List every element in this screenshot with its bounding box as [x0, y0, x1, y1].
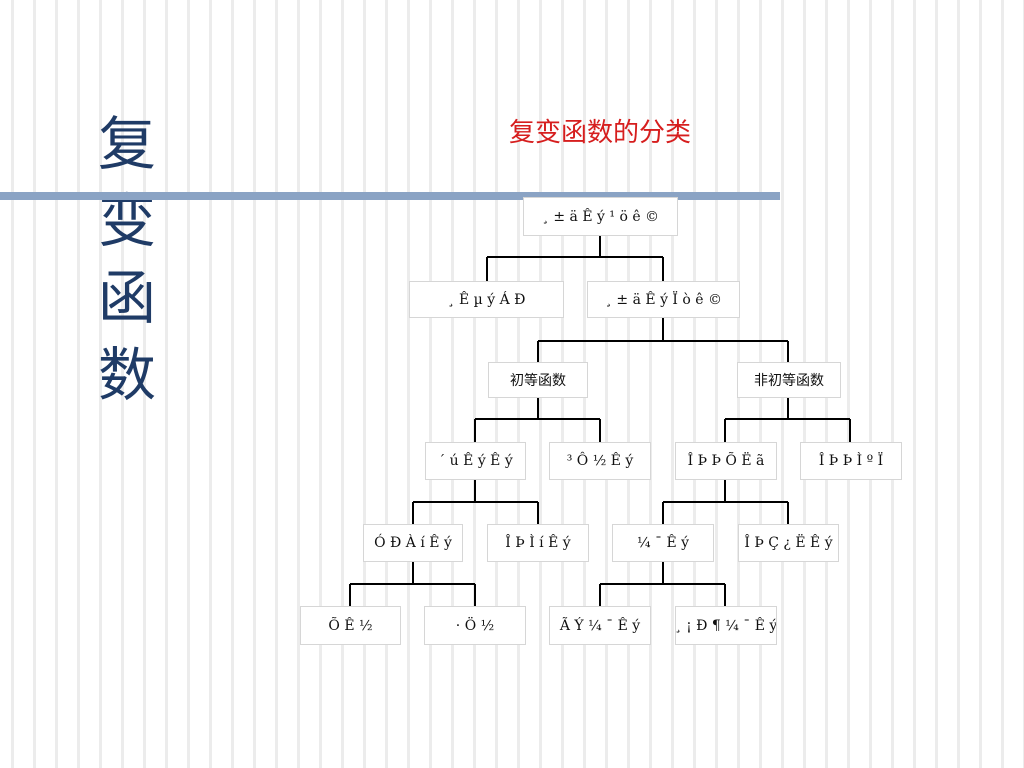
connector-level1: [537, 318, 789, 362]
connector-level4-right: [599, 562, 726, 606]
title-divider: [0, 192, 780, 200]
tree-node: Ó Ð À í Ê ý: [363, 524, 463, 562]
tree-node: ´ ú Ê ý Ê ý: [425, 442, 526, 480]
side-title-char: 数: [97, 341, 156, 409]
tree-node: ³ Ô ½ Ê ý: [549, 442, 651, 480]
tree-node: ¸ Ê µ ý Á Ð: [409, 281, 564, 318]
connector-level2-left: [474, 398, 601, 442]
tree-node: Î Þ Þ Õ Ë ã: [675, 442, 777, 480]
tree-node: · Ö ½: [424, 606, 526, 645]
side-title-char: 复: [97, 110, 156, 178]
tree-node: ¼ ¯ Ê ý: [612, 524, 714, 562]
tree-node: 初等函数: [488, 362, 588, 398]
side-title-char: 函: [97, 264, 156, 332]
tree-node-root: ¸ ± ä Ê ý ¹ ö ê ©: [523, 197, 678, 236]
tree-node: Î Þ Þ Ì º Ï: [800, 442, 902, 480]
tree-node: ¸ ¡ Ð ¶ ¼ ¯ Ê ý: [675, 606, 777, 645]
connector-root: [486, 236, 664, 281]
tree-node: Õ Ê ½: [300, 606, 401, 645]
connector-level3-left: [412, 480, 539, 524]
tree-node: Î Þ Ì í Ê ý: [487, 524, 589, 562]
connector-level2-right: [724, 398, 851, 442]
connector-level4-left: [349, 562, 476, 606]
connector-level3-right: [662, 480, 789, 524]
tree-node: Ã Ý ¼ ¯ Ê ý: [549, 606, 651, 645]
page-title: 复变函数的分类: [508, 118, 691, 148]
tree-node: Î Þ Ç ¿ Ë Ê ý: [738, 524, 839, 562]
tree-node: 非初等函数: [737, 362, 841, 398]
tree-node: ¸ ± ä Ê ý Ï ò ê ©: [587, 281, 740, 318]
